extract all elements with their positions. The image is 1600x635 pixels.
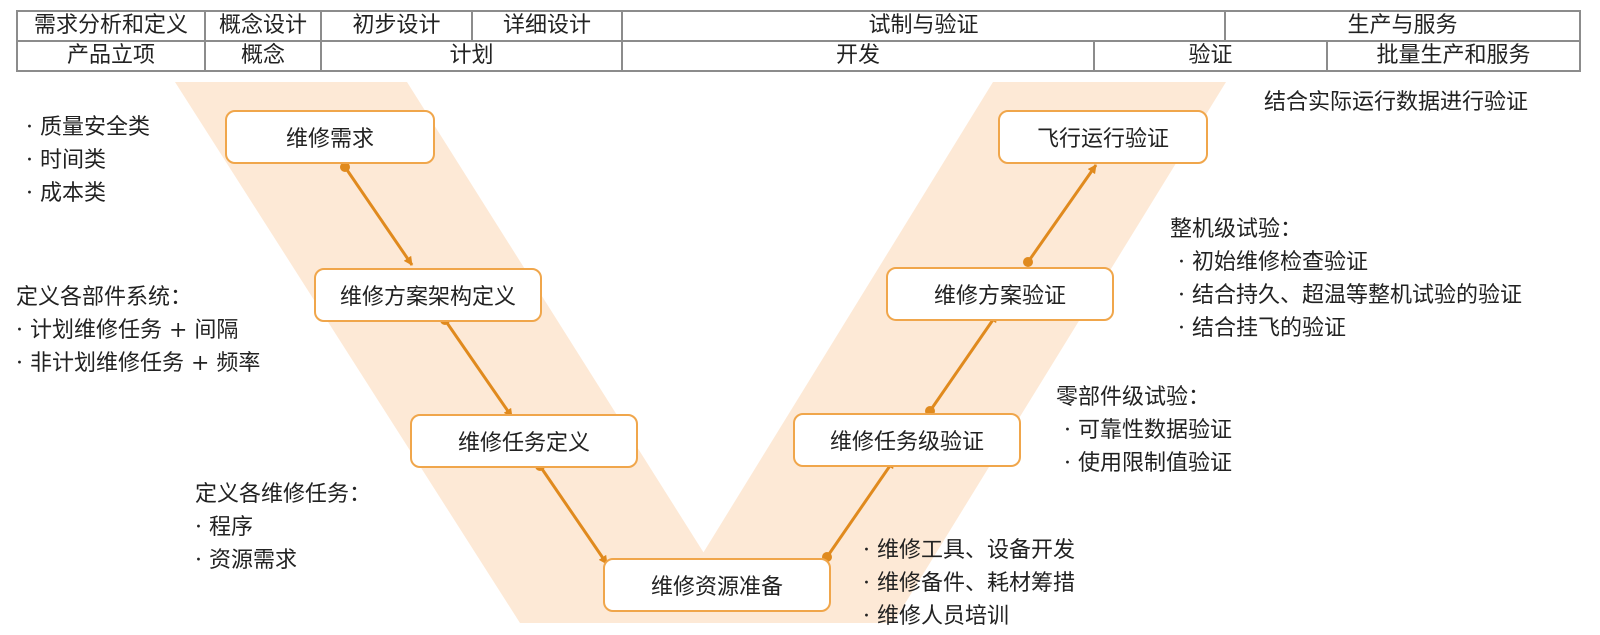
phase-cell: 开发 [621, 40, 1096, 72]
arrow-task-validation-to-scheme-validation [928, 313, 999, 412]
note-item: · 维修人员培训 [863, 604, 1009, 629]
note-flight-validation: 结合实际运行数据进行验证 [1264, 90, 1529, 115]
box-flight-validation: 飞行运行验证 [998, 110, 1208, 164]
box-task-definition: 维修任务定义 [410, 414, 638, 468]
note-item: · 成本类 [26, 181, 106, 206]
note-aircraft-tests: 整机级试验： · 初始维修检查验证 · 结合持久、超温等整机试验的验证 · 结合… [1170, 213, 1522, 345]
phase-cell: 生产与服务 [1224, 10, 1582, 42]
note-resources: · 维修工具、设备开发 · 维修备件、耗材筹措 · 维修人员培训 [863, 534, 1075, 633]
note-item: · 质量安全类 [26, 115, 150, 140]
note-title: 定义各部件系统： [16, 285, 193, 310]
connector-dot [1023, 257, 1033, 267]
phase-cell: 试制与验证 [621, 10, 1227, 42]
arrow-needs-to-architecture [343, 166, 414, 266]
note-title: 整机级试验： [1170, 217, 1303, 242]
phase-cell: 批量生产和服务 [1326, 40, 1582, 72]
phase-cell: 产品立项 [16, 40, 206, 72]
phase-cell: 详细设计 [471, 10, 624, 42]
note-item: · 维修工具、设备开发 [863, 538, 1075, 563]
right-v-band [660, 82, 1226, 623]
box-architecture-definition: 维修方案架构定义 [314, 268, 542, 322]
connector-dot [340, 162, 350, 172]
note-maintenance-needs: · 质量安全类 · 时间类 · 成本类 [26, 111, 150, 210]
right-arrows [822, 164, 1098, 562]
note-item: · 使用限制值验证 [1064, 451, 1232, 476]
note-item: · 程序 [195, 515, 253, 540]
phase-cell: 初步设计 [319, 10, 474, 42]
note-title: 定义各维修任务： [195, 482, 372, 507]
note-title: 零部件级试验： [1056, 385, 1211, 410]
phase-cell: 需求分析和定义 [16, 10, 206, 42]
note-component-tests: 零部件级试验： · 可靠性数据验证 · 使用限制值验证 [1056, 381, 1232, 480]
left-arrows [340, 162, 609, 565]
box-scheme-validation: 维修方案验证 [886, 267, 1114, 321]
phase-cell: 概念设计 [204, 10, 322, 42]
note-item: · 可靠性数据验证 [1064, 418, 1232, 443]
box-task-validation: 维修任务级验证 [793, 413, 1021, 467]
box-maintenance-needs: 维修需求 [225, 110, 435, 164]
arrow-scheme-validation-to-flight-validation [1026, 164, 1098, 263]
left-v-band [175, 82, 748, 623]
phase-cell: 验证 [1093, 40, 1329, 72]
note-item: · 资源需求 [195, 548, 297, 573]
note-component-systems: 定义各部件系统： · 计划维修任务 + 间隔 · 非计划维修任务 + 频率 [16, 281, 260, 380]
phase-cell: 计划 [319, 40, 624, 72]
note-item: · 计划维修任务 + 间隔 [16, 318, 239, 343]
arrow-resources-to-task-validation [825, 459, 896, 558]
arrow-architecture-to-tasks [443, 319, 514, 418]
phase-table: 需求分析和定义 概念设计 初步设计 详细设计 试制与验证 生产与服务 产品立项 … [16, 10, 1582, 72]
arrow-tasks-to-resources [538, 465, 609, 565]
phase-row-stage: 产品立项 概念 计划 开发 验证 批量生产和服务 [16, 40, 1582, 72]
note-maintenance-tasks: 定义各维修任务： · 程序 · 资源需求 [195, 478, 371, 577]
note-item: · 时间类 [26, 148, 106, 173]
phase-row-design: 需求分析和定义 概念设计 初步设计 详细设计 试制与验证 生产与服务 [16, 10, 1582, 42]
note-item: · 结合挂飞的验证 [1178, 316, 1346, 341]
note-item: · 初始维修检查验证 [1178, 250, 1368, 275]
note-item: · 非计划维修任务 + 频率 [16, 351, 261, 376]
phase-cell: 概念 [204, 40, 322, 72]
note-item: · 结合持久、超温等整机试验的验证 [1178, 283, 1522, 308]
box-resource-preparation: 维修资源准备 [603, 558, 831, 612]
note-item: · 维修备件、耗材筹措 [863, 571, 1075, 596]
